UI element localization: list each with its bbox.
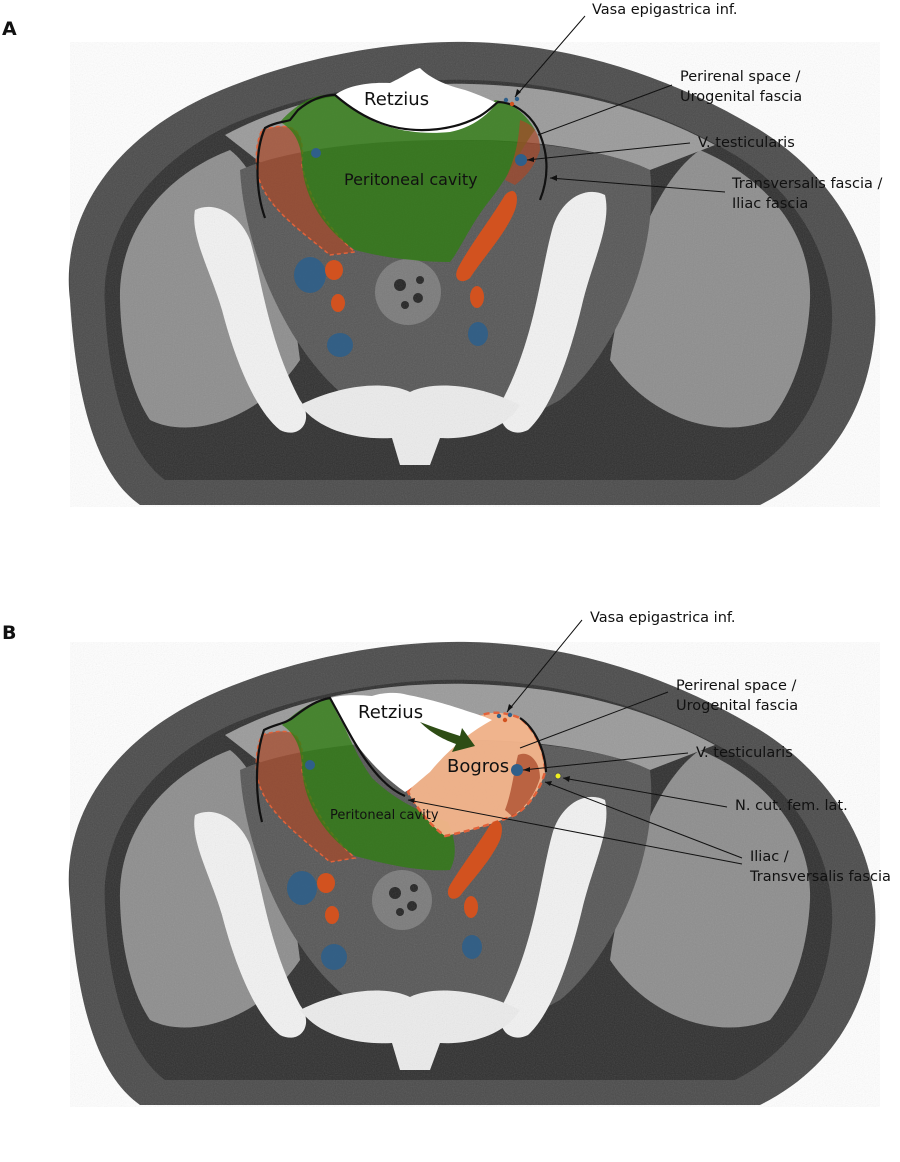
vasa-epigastrica-b — [496, 713, 502, 719]
label-perirenal-b-2: Urogenital fascia — [676, 698, 799, 714]
panel-letter-a: A — [2, 18, 17, 40]
perirenal-left — [255, 125, 357, 256]
peritoneal-cavity-label-b: Peritoneal cavity — [330, 808, 439, 823]
ct-scan-b — [68, 619, 880, 1107]
vein-int-iliac-right — [468, 322, 488, 346]
artery-right — [456, 190, 517, 282]
artery-ext-iliac-left — [325, 260, 343, 280]
vein-int-iliac-left — [327, 333, 353, 357]
artery-right — [447, 820, 502, 899]
v-testicularis-right — [511, 764, 523, 776]
artery-int-iliac-left — [325, 906, 339, 924]
peritoneal-cavity-a — [280, 95, 535, 263]
leader-vasa-b — [506, 619, 583, 713]
retzius-space-a — [335, 68, 497, 133]
label-nerve-b: N. cut. fem. lat. — [735, 798, 848, 814]
label-perirenal-a-1: Perirenal space / — [680, 69, 801, 85]
label-transversalis-a-2: Iliac fascia — [732, 196, 809, 212]
vein-ext-iliac-left — [287, 871, 317, 905]
label-iliac-b-2: Transversalis fascia — [750, 869, 891, 885]
leader-testicularis-a — [526, 142, 691, 161]
label-perirenal-a-2: Urogenital fascia — [680, 89, 803, 105]
label-vasa-a: Vasa epigastrica inf. — [592, 2, 738, 18]
vasa-epigastrica-a — [503, 97, 509, 103]
vein-int-iliac-left — [321, 944, 347, 970]
panel-b: B — [0, 600, 900, 1160]
label-transversalis-a-1: Transversalis fascia / — [732, 176, 883, 192]
leader-perirenal-a — [537, 84, 673, 136]
peritoneal-cavity-b — [282, 698, 455, 871]
leader-iliac-b-2 — [407, 799, 743, 865]
vein-ext-iliac-left — [294, 257, 326, 293]
v-testicularis-left — [311, 148, 321, 158]
leader-nerve-b — [562, 777, 728, 808]
label-testicularis-a: V. testicularis — [698, 135, 795, 151]
artery-int-iliac-right — [470, 286, 484, 308]
fascia-line-a — [256, 93, 548, 219]
label-perirenal-b-1: Perirenal space / — [676, 678, 797, 694]
peritoneal-cavity-label-a: Peritoneal cavity — [344, 170, 478, 189]
retzius-label-b: Retzius — [358, 702, 424, 723]
leader-transversalis-a — [549, 177, 726, 193]
label-vasa-b: Vasa epigastrica inf. — [590, 610, 736, 626]
leader-perirenal-b — [519, 691, 669, 749]
v-testicularis-right — [515, 154, 527, 166]
artery-int-iliac-left — [331, 294, 345, 312]
label-testicularis-b: V. testicularis — [696, 745, 793, 761]
vein-int-iliac-right — [462, 935, 482, 959]
artery-int-iliac-right — [464, 896, 478, 918]
leader-testicularis-b — [522, 752, 689, 771]
panel-letter-b: B — [2, 622, 17, 644]
perirenal-right — [505, 120, 540, 185]
fascia-line-b — [255, 696, 406, 823]
leader-iliac-b-1 — [544, 781, 743, 859]
retzius-label-a: Retzius — [364, 89, 430, 110]
ct-scan-a — [68, 15, 880, 507]
arrow-icon — [420, 722, 475, 752]
bogros-label: Bogros — [447, 756, 510, 777]
label-iliac-b-1: Iliac / — [750, 849, 789, 865]
v-testicularis-left — [305, 760, 315, 770]
panel-a: A — [0, 0, 900, 560]
artery-ext-iliac-left — [317, 873, 335, 893]
retzius-space-b — [330, 692, 492, 792]
perirenal-left — [255, 730, 357, 863]
leader-vasa-a — [514, 15, 586, 98]
n-cut-fem-lat — [554, 772, 562, 780]
